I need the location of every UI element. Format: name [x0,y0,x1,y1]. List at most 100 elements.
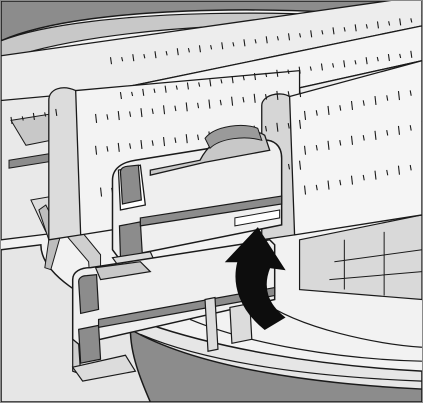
ruler-tick [362,135,365,141]
ruler-tick [231,76,234,84]
ruler-tick [376,56,379,62]
ruler-tick [350,100,354,111]
ruler-tick [362,174,365,181]
ruler-tick [186,82,189,90]
tray-lower-rim [129,328,422,402]
ruler-tick [299,88,302,98]
ruler-tick [162,105,166,115]
ruler-tick [298,66,301,74]
ruler-tick [299,33,302,38]
ruler-tick [287,91,290,97]
ruler-tick [44,112,47,117]
ruler-tick [264,125,268,132]
ruler-tick [409,90,412,96]
ruler-tick [153,88,156,93]
ruler-tick [151,140,154,146]
ruler-tick [386,169,389,176]
ruler-tick [397,125,401,135]
ruler-tick [276,90,279,100]
ruler-tick [309,66,312,71]
ruler-tick [315,110,318,116]
ruler-tick [327,140,330,150]
ruler-tick [210,45,213,50]
ruler-tick [117,110,120,121]
ruler-tick [350,175,354,185]
ruler-tick [265,36,268,44]
ruler-tick [287,163,291,170]
ruler-tick [287,33,291,41]
ruler-tick [164,85,167,93]
ruler-tick [397,90,401,101]
ruler-tick [265,72,268,78]
ruler-tick [209,79,212,87]
lower-cassette-foot [71,354,137,382]
ruler-tick [365,57,368,65]
ruler-tick [95,145,98,155]
ruler-tick [254,39,257,44]
insertion-arrow-up [224,227,286,330]
ruler-tick [409,164,412,171]
ruler-tick [399,53,402,59]
ruler-tick [321,30,324,35]
ruler-tick [332,27,335,35]
ruler-tick [143,54,146,59]
lower-cassette-window-top [78,273,100,315]
ruler-tick [276,36,279,41]
ruler-tick [410,18,413,23]
ruler-tick [354,24,357,32]
ruler-tick [243,39,246,47]
ruler-tick [339,179,342,186]
ruler-tick [303,145,307,155]
ruler-tick [185,102,188,112]
ruler-tick [95,113,98,123]
ruler-tick [109,57,113,65]
ruler-tick [343,27,346,32]
ruler-tick [106,146,109,152]
ruler-tick [221,42,224,50]
ruler-tick [32,112,35,120]
ruler-tick [151,108,154,115]
ruler-tick [388,21,391,26]
ruler-tick [310,30,313,38]
ruler-tick [343,60,346,68]
ruler-tick [315,184,318,191]
ruler-tick [10,116,13,124]
ruler-tick [242,96,245,103]
ruler-tick [174,137,177,143]
ruler-tick [55,108,58,117]
ruler-tick [387,53,390,62]
ruler-tick [287,69,290,74]
ruler-tick [154,51,157,59]
ruler-tick [376,21,380,29]
ruler-tick [175,85,178,90]
ruler-tick [299,160,302,170]
ruler-tick [332,63,335,68]
inserted-cassette [111,124,283,277]
ruler-tick [287,122,290,129]
ruler-tick [140,139,143,150]
ruler-tick [339,105,342,111]
ruler-tick [409,125,412,131]
lower-cassette [71,239,276,382]
ruler-tick [185,134,188,144]
ruler-tick [327,105,330,115]
ruler-tick [106,114,109,120]
inserted-cassette-window-top [119,164,142,205]
ruler-tick [339,140,342,146]
ruler-tick [142,88,145,96]
ruler-tick [208,99,211,109]
ruler-tick [386,130,389,136]
ruler-tick [198,82,201,87]
ruler-tick [187,48,190,53]
ruler-tick [140,108,143,118]
ruler-tick [374,95,377,106]
ruler-tick [121,56,124,62]
ruler-tick [397,165,401,175]
ruler-tick [100,187,103,197]
ruler-tick [131,91,134,97]
ruler-tick [197,134,200,141]
ruler-tick [242,75,245,81]
ruler-tick [165,51,168,56]
ruler-tick [198,45,201,53]
